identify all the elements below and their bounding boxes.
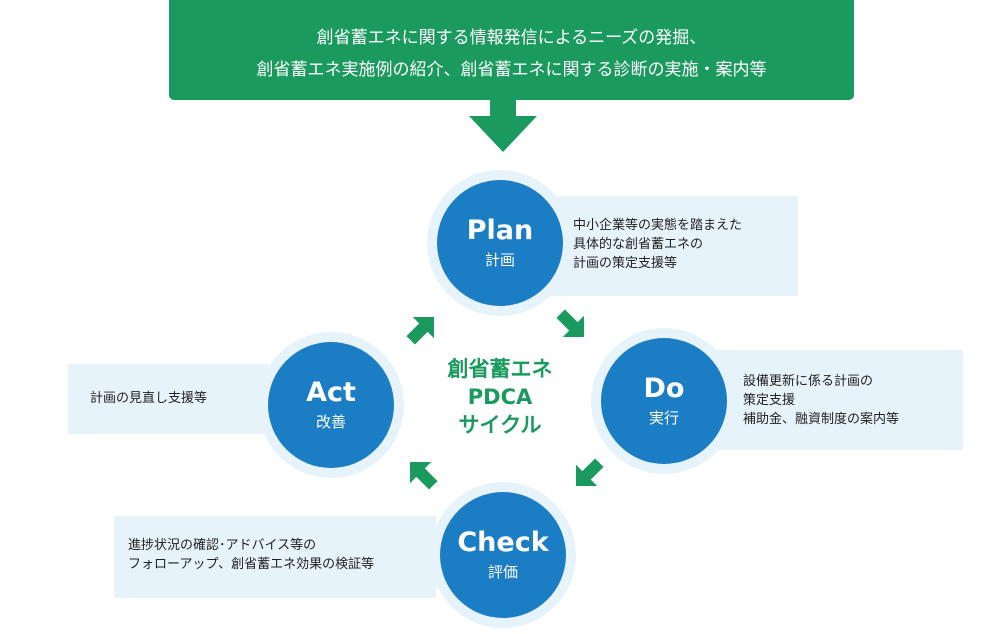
- do-desc-line-3: 補助金、融資制度の案内等: [743, 412, 900, 427]
- arrow-check-to-act-icon: [409, 461, 438, 490]
- check-subtitle: 評価: [487, 563, 518, 581]
- do-description-box: 設備更新に係る計画の 策定支援 補助金、融資制度の案内等: [700, 350, 963, 450]
- do-circle-ring: Do 実行: [591, 328, 737, 474]
- act-subtitle: 改善: [315, 413, 346, 431]
- plan-circle: Plan 計画: [437, 180, 563, 306]
- check-circle-ring: Check 評価: [430, 482, 576, 628]
- banner-line-2: 創省蓄エネ実施例の紹介、創省蓄エネに関する診断の実施・案内等: [256, 60, 767, 80]
- do-title: Do: [643, 373, 685, 404]
- plan-circle-ring: Plan 計画: [427, 170, 573, 316]
- plan-desc-line-2: 具体的な創省蓄エネの: [573, 237, 704, 252]
- do-desc-line-1: 設備更新に係る計画の: [743, 374, 874, 389]
- check-description-box: 進捗状況の確認･アドバイス等の フォローアップ、創省蓄エネ効果の検証等: [114, 516, 436, 598]
- check-desc-line-1: 進捗状況の確認･アドバイス等の: [128, 538, 317, 553]
- check-desc-line-2: フォローアップ、創省蓄エネ効果の検証等: [128, 557, 375, 572]
- arrow-do-to-check-icon: [575, 458, 604, 487]
- do-circle: Do 実行: [601, 338, 727, 464]
- arrow-plan-to-do-icon: [556, 309, 585, 338]
- act-circle-ring: Act 改善: [258, 332, 404, 478]
- do-subtitle: 実行: [648, 409, 679, 427]
- plan-desc-line-3: 計画の策定支援等: [573, 256, 678, 271]
- arrow-act-to-plan-icon: [406, 316, 435, 345]
- center-line-2: PDCA: [467, 385, 533, 409]
- banner-line-1: 創省蓄エネに関する情報発信によるニーズの発掘、: [316, 28, 707, 48]
- plan-title: Plan: [466, 215, 534, 246]
- check-circle: Check 評価: [440, 492, 566, 618]
- pdca-cycle-label: 創省蓄エネ PDCA サイクル: [420, 355, 580, 439]
- plan-description-box: 中小企業等の実態を踏まえた 具体的な創省蓄エネの 計画の策定支援等: [545, 196, 798, 296]
- do-desc-line-2: 策定支援: [743, 393, 796, 408]
- center-line-3: サイクル: [458, 413, 542, 437]
- act-circle: Act 改善: [268, 342, 394, 468]
- plan-subtitle: 計画: [484, 251, 515, 269]
- act-desc-line-1: 計画の見直し支援等: [90, 391, 208, 406]
- act-description-box: 計画の見直し支援等: [68, 364, 268, 434]
- plan-desc-line-1: 中小企業等の実態を踏まえた: [573, 218, 743, 233]
- down-arrow-icon: [469, 100, 537, 152]
- act-title: Act: [306, 377, 356, 408]
- top-banner: 創省蓄エネに関する情報発信によるニーズの発掘、 創省蓄エネ実施例の紹介、創省蓄エ…: [169, 0, 854, 100]
- center-line-1: 創省蓄エネ: [447, 357, 553, 381]
- check-title: Check: [457, 527, 549, 558]
